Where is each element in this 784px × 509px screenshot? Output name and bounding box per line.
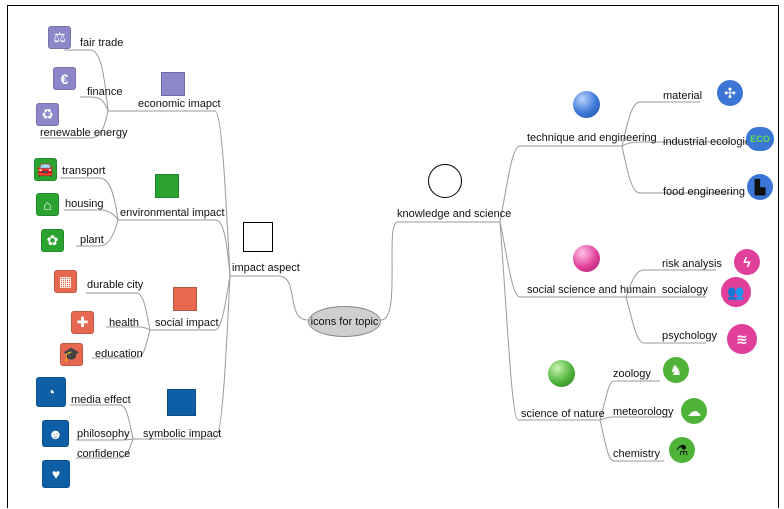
wings-icon: ≋ bbox=[727, 324, 757, 354]
recycle-icon: ♻ bbox=[36, 103, 59, 126]
social-swatch bbox=[173, 287, 197, 311]
building-icon: ▦ bbox=[54, 270, 77, 293]
people-icon: 👥 bbox=[721, 277, 751, 307]
material-label[interactable]: material bbox=[663, 90, 703, 102]
environmental-swatch bbox=[155, 174, 179, 198]
economic-swatch bbox=[161, 72, 185, 96]
symbolic-swatch bbox=[167, 389, 196, 416]
house-icon: ⌂ bbox=[36, 193, 59, 216]
social-label[interactable]: social impact bbox=[155, 317, 219, 329]
social-science-label[interactable]: social science and humain bbox=[527, 284, 657, 296]
graduation-cap-icon: 🎓 bbox=[60, 343, 83, 366]
eco-badge: ECO bbox=[750, 134, 770, 144]
center-node[interactable]: icons for topic bbox=[308, 306, 381, 337]
flower-icon: ✿ bbox=[41, 229, 64, 252]
housing-label[interactable]: housing bbox=[65, 198, 104, 210]
canvas-frame bbox=[7, 5, 779, 508]
cloud-sun-icon: ☁ bbox=[681, 398, 707, 424]
horse-icon: ♞ bbox=[663, 357, 689, 383]
fair-trade-label[interactable]: fair trade bbox=[80, 37, 124, 49]
link-knowledge-social bbox=[499, 221, 626, 298]
symbolic-label[interactable]: symbolic impact bbox=[143, 428, 222, 440]
link-center-knowledge bbox=[380, 221, 500, 321]
center-label: icons for topic bbox=[310, 315, 379, 328]
finance-label[interactable]: finance bbox=[87, 86, 123, 98]
environmental-label[interactable]: environmental impact bbox=[120, 207, 225, 219]
socialogy-label[interactable]: socialogy bbox=[662, 284, 708, 296]
education-label[interactable]: education bbox=[95, 348, 143, 360]
risk-analysis-label[interactable]: risk analysis bbox=[662, 258, 722, 270]
cross-icon: ✚ bbox=[71, 311, 94, 334]
health-label[interactable]: health bbox=[109, 317, 139, 329]
knowledge-label[interactable]: knowledge and science bbox=[397, 208, 512, 220]
chemistry-label[interactable]: chemistry bbox=[613, 448, 661, 460]
meteorology-label[interactable]: meteorology bbox=[613, 406, 674, 418]
knowledge-symbol bbox=[428, 164, 462, 198]
philosophy-label[interactable]: philosophy bbox=[77, 428, 130, 440]
economic-label[interactable]: economic imapct bbox=[138, 98, 221, 110]
blender-icon: ▙ bbox=[747, 174, 773, 200]
renewable-energy-label[interactable]: renewable energy bbox=[40, 127, 128, 139]
link-knowledge-nature bbox=[499, 221, 600, 421]
zoology-label[interactable]: zoology bbox=[613, 368, 651, 380]
nature-sphere bbox=[548, 360, 575, 387]
flask-icon: ⚗ bbox=[669, 437, 695, 463]
eco-icon: ECO bbox=[746, 127, 774, 151]
link-knowledge-technique bbox=[499, 145, 622, 223]
plant-label[interactable]: plant bbox=[80, 234, 104, 246]
link-impact-environmental bbox=[118, 219, 231, 277]
social-science-sphere bbox=[573, 245, 600, 272]
technique-label[interactable]: technique and engineering bbox=[527, 132, 657, 144]
atom-icon: ✣ bbox=[717, 80, 743, 106]
lightning-icon: ϟ bbox=[734, 249, 760, 275]
heart-icon: ♥ bbox=[42, 460, 70, 488]
industrial-ecologie-label[interactable]: industrial ecologie bbox=[663, 136, 752, 148]
scales-icon: ⚖ bbox=[48, 26, 71, 49]
car-icon: 🚘 bbox=[34, 158, 57, 181]
thinker-icon: ☻ bbox=[42, 420, 69, 447]
link-impact-economic bbox=[108, 110, 231, 277]
rss-icon: ◔ bbox=[36, 377, 66, 407]
technique-sphere bbox=[573, 91, 600, 118]
durable-city-label[interactable]: durable city bbox=[87, 279, 144, 291]
food-engineering-label[interactable]: food engineering bbox=[663, 186, 745, 198]
nature-label[interactable]: science of nature bbox=[521, 408, 605, 420]
confidence-label[interactable]: confidence bbox=[77, 448, 131, 460]
link-center-impact bbox=[230, 275, 309, 321]
impact-aspect-symbol bbox=[243, 222, 273, 252]
media-effect-label[interactable]: media effect bbox=[71, 394, 131, 406]
impact-aspect-label[interactable]: impact aspect bbox=[232, 262, 300, 274]
transport-label[interactable]: transport bbox=[62, 165, 106, 177]
psychology-label[interactable]: psychology bbox=[662, 330, 718, 342]
link-impact-symbolic bbox=[133, 275, 231, 440]
link-impact-social bbox=[150, 275, 231, 331]
euro-icon: € bbox=[53, 67, 76, 90]
